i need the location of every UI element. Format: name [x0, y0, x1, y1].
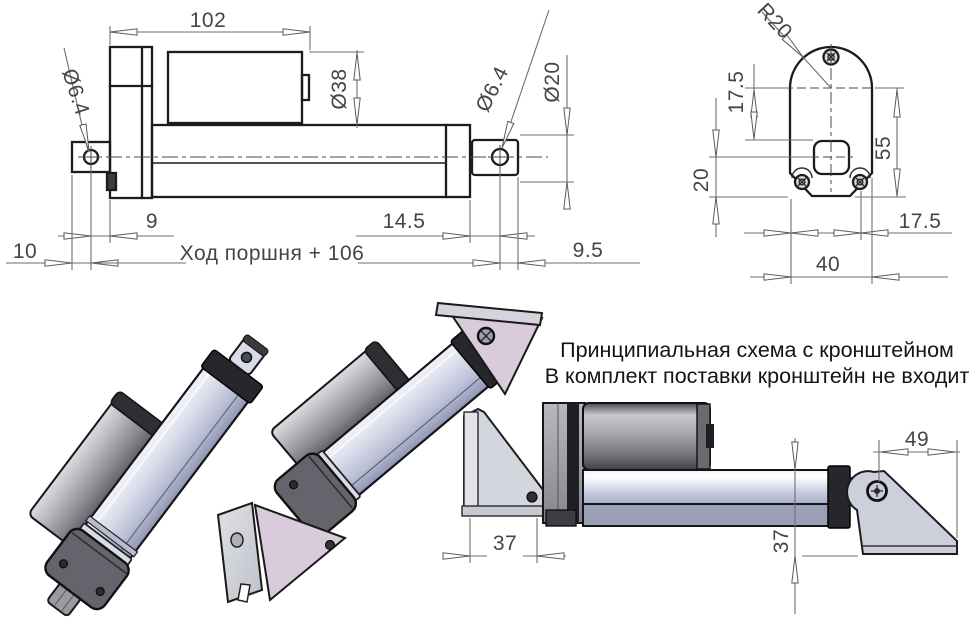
motor-terminal-tab [300, 73, 311, 102]
side-view-centerlines [78, 145, 548, 169]
actuator-side-outline [70, 45, 520, 200]
front-bracket-foot [461, 505, 555, 517]
flange-screw [288, 480, 299, 490]
dim-front-bracket-width-label: 37 [493, 532, 517, 555]
motor-cylinder-horizontal [582, 402, 711, 471]
front-flange-plate [44, 527, 130, 611]
dim-top-radius-label: R20 [753, 0, 797, 44]
dim-front-edge-offset-label: 10 [13, 240, 37, 263]
flange-screw [95, 586, 105, 597]
bracket-gusset-pink [253, 503, 347, 602]
dim-screw-spacing-label: 17.5 [899, 210, 942, 233]
motor-body-side [166, 50, 304, 125]
front-flange-plate [273, 452, 358, 538]
dim-rod-hole-label: Ø6.4 [471, 63, 513, 116]
rod-tip-hole [240, 351, 253, 364]
dim-front-pin-offset-label: 9 [146, 210, 158, 233]
bracket-plate [216, 501, 264, 604]
dim-motor-dia-label: Ø38 [328, 68, 351, 109]
bracket-plate [434, 301, 544, 327]
bracket-hole [230, 532, 244, 548]
front-bracket-screw [526, 491, 538, 503]
scheme-caption-line1: Принципиальная схема с кронштейном [560, 338, 954, 362]
dim-rod-end-offset-label: 14.5 [383, 210, 426, 233]
bracket-screw [324, 539, 336, 551]
dim-width-label: 40 [816, 253, 840, 276]
dim-center-to-hole-label: 17.5 [725, 71, 748, 114]
end-view: R20 17.5 20 55 17.5 40 [690, 0, 952, 284]
side-view: 102 Ø6.4 Ø38 Ø6.4 Ø20 9 14.5 10 Ход порш… [6, 9, 640, 270]
dim-front-hole-label: Ø6.4 [57, 66, 94, 118]
end-view-centerlines [784, 44, 878, 192]
dim-hole-to-base-label: 20 [690, 168, 713, 192]
rear-bracket [846, 469, 958, 555]
iso-actuator-middle [216, 301, 544, 604]
motor-terminal [706, 424, 714, 448]
rod-tip-cap [242, 334, 269, 357]
main-tube-side [150, 123, 472, 199]
flange-screw [58, 559, 69, 569]
side-view-dimension-lines [6, 9, 640, 270]
dim-side-length-label: 102 [190, 9, 227, 32]
scheme-caption-line2: В комплект поставки кронштейн не входит [545, 364, 970, 388]
dim-axis-height-label: 37 [770, 529, 793, 553]
rod-end-bracket [434, 301, 544, 396]
bracket-scheme-dimension-lines [442, 438, 960, 614]
front-bracket-plate [463, 411, 479, 513]
gearbox-band [567, 403, 579, 523]
end-face-outline [788, 45, 874, 198]
dim-stroke-note-label: Ход поршня + 106 [180, 242, 365, 265]
base-bracket [216, 501, 347, 604]
dim-total-height-label: 55 [872, 136, 895, 160]
iso-actuator-left [29, 334, 269, 617]
dim-rear-bracket-length-label: 49 [905, 428, 929, 451]
end-view-dimension-lines [709, 11, 952, 284]
dim-rod-end-dia-label: Ø20 [541, 61, 564, 102]
gearbox-foot [545, 509, 577, 527]
dim-rear-offset-label: 9.5 [573, 239, 604, 262]
front-flange [108, 45, 154, 200]
bracket-slot [237, 583, 251, 603]
flange-notch [105, 171, 118, 192]
bracket-scheme: 37 37 49 Принципиальная схема с кронштей… [442, 338, 970, 614]
